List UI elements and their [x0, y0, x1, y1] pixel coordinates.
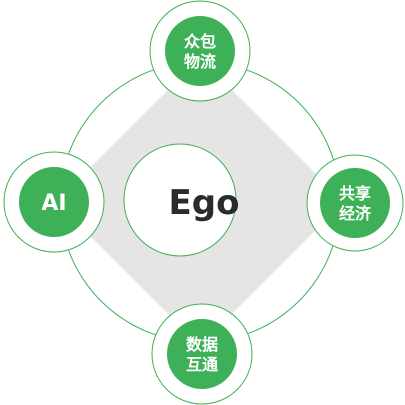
node-top-inner: [165, 16, 235, 86]
node-right: 共享 经济: [306, 154, 404, 252]
node-left-label: AI: [41, 191, 66, 216]
node-top: 众包 物流: [149, 0, 251, 102]
node-right-line1: 共享: [339, 184, 371, 203]
node-left: AI: [3, 151, 105, 253]
node-top-line2: 物流: [184, 52, 216, 71]
center-circle: [123, 143, 237, 257]
node-bottom-line2: 互通: [186, 355, 218, 374]
center-label: Ego: [169, 183, 240, 223]
node-right-line2: 经济: [339, 204, 372, 223]
node-top-line1: 众包: [184, 32, 216, 51]
node-bottom: 数据 互通: [151, 303, 253, 405]
node-bottom-line1: 数据: [186, 335, 218, 354]
node-right-inner: [320, 168, 390, 238]
node-left-inner: [19, 167, 89, 237]
node-bottom-inner: [167, 319, 237, 389]
